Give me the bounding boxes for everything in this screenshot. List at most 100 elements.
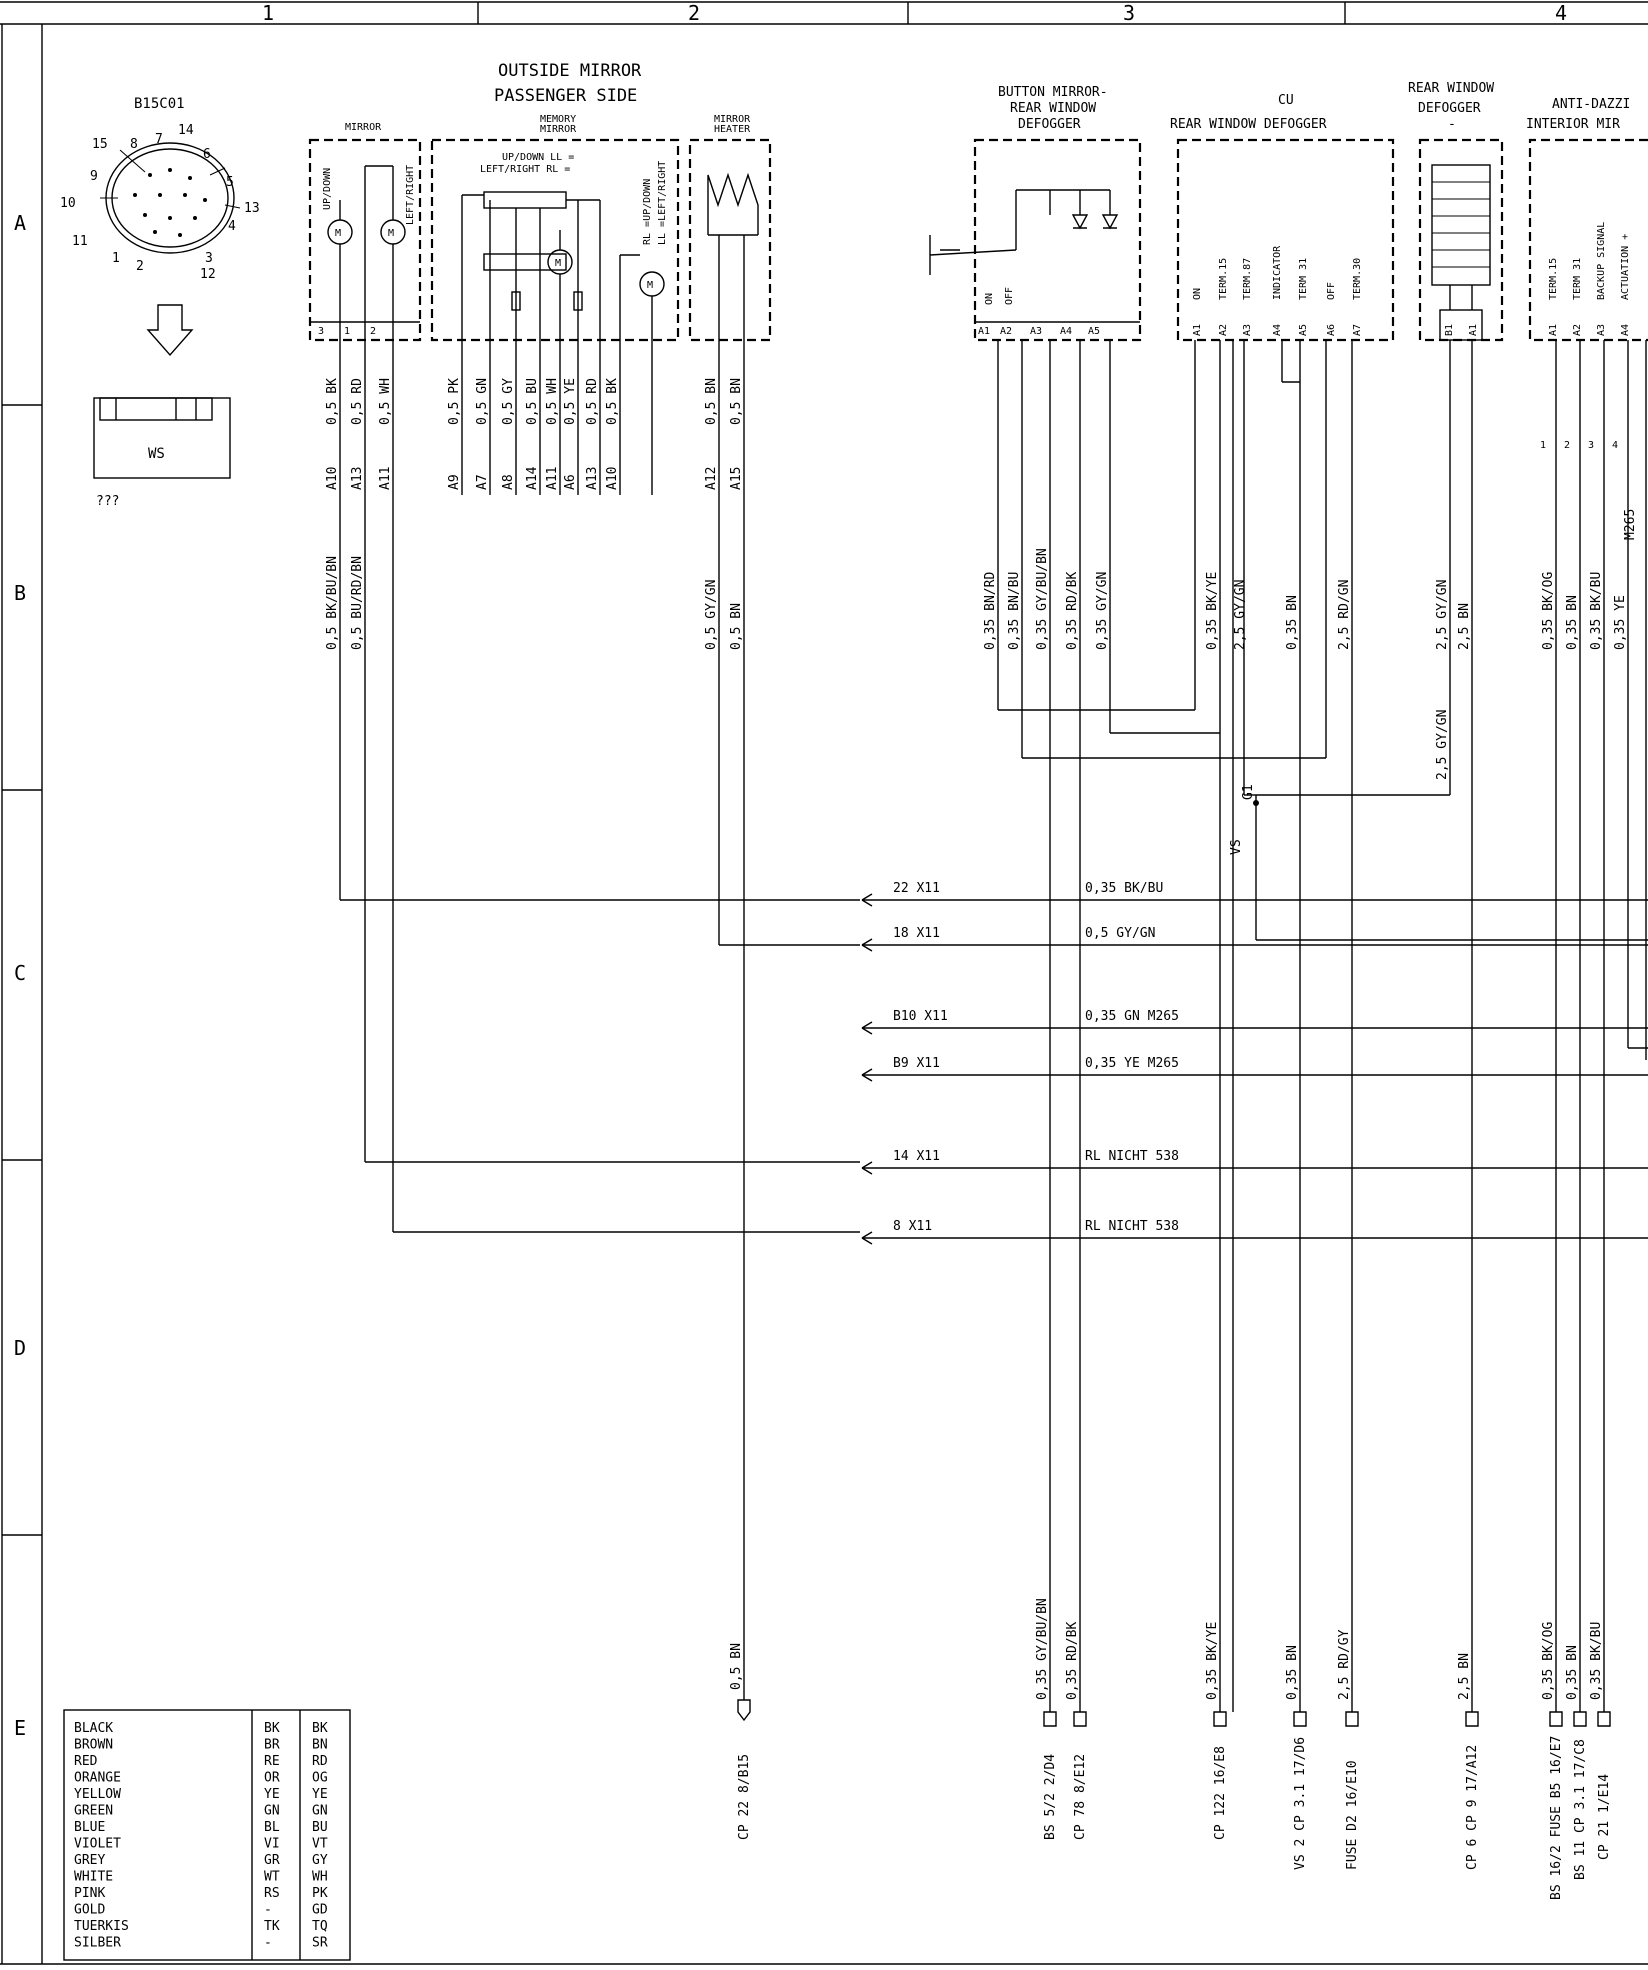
legend-en: GN bbox=[312, 1804, 328, 1819]
legend-name: ORANGE bbox=[74, 1771, 121, 1786]
legend-de: RE bbox=[264, 1754, 280, 1769]
legend-name: VIOLET bbox=[74, 1837, 121, 1852]
legend-name: RED bbox=[74, 1754, 98, 1769]
cu-pin-a1: A1 bbox=[1192, 324, 1203, 336]
wire-bottom-3: 0,35 RD/BK bbox=[1065, 1622, 1080, 1700]
terminal-9: BS 11 CP 3.1 17/C8 bbox=[1573, 1739, 1588, 1880]
mirror-up-down: UP/DOWN bbox=[322, 168, 333, 210]
anti-term-3: BACKUP SIGNAL bbox=[1596, 222, 1607, 300]
outside-mirror-title: OUTSIDE MIRROR bbox=[498, 61, 642, 81]
anti-term-1: TERM.15 bbox=[1548, 258, 1559, 300]
cu-term-7: TERM.30 bbox=[1352, 258, 1363, 300]
legend-en: GD bbox=[312, 1903, 328, 1918]
terminal-icon bbox=[1597, 1711, 1611, 1727]
defogger-subtitle: DEFOGGER bbox=[1418, 101, 1481, 116]
x11-wire-5: RL NICHT 538 bbox=[1085, 1149, 1179, 1164]
legend-name: GREY bbox=[74, 1853, 105, 1868]
legend-name: BLACK bbox=[74, 1721, 113, 1736]
pin-ref-11: A10 bbox=[605, 467, 620, 490]
memory-note-1: UP/DOWN LL = bbox=[502, 152, 574, 163]
wire-top-3: 0,5 WH bbox=[378, 378, 393, 425]
motor-icon: M bbox=[335, 228, 341, 239]
cu-pin-a3: A3 bbox=[1242, 324, 1253, 336]
defogger-pin-b1: B1 bbox=[1444, 324, 1455, 336]
wire-mid-1: 0,5 BK/BU/BN bbox=[325, 556, 340, 650]
mirror-pin-2: 2 bbox=[370, 326, 376, 337]
legend-de: VI bbox=[264, 1837, 280, 1852]
legend-de: BK bbox=[264, 1721, 280, 1736]
grid-col-1: 1 bbox=[262, 1, 274, 25]
wire-bottom-7: 2,5 BN bbox=[1457, 1653, 1472, 1700]
x11-wire-2: 0,5 GY/GN bbox=[1085, 926, 1155, 941]
button-title-2: REAR WINDOW bbox=[1010, 101, 1096, 116]
legend-en: WH bbox=[312, 1870, 328, 1885]
legend-name: TUERKIS bbox=[74, 1919, 129, 1934]
wire-mid-14: 2,5 GY/GN bbox=[1435, 580, 1450, 650]
cu-title: CU bbox=[1278, 93, 1294, 108]
grid-row-b: B bbox=[14, 581, 26, 605]
pin-11: 11 bbox=[72, 234, 88, 249]
cu-term-4: INDICATOR bbox=[1272, 245, 1283, 300]
legend-de: GR bbox=[264, 1853, 280, 1868]
pin-ref-8: A11 bbox=[545, 467, 560, 490]
heater-element-icon bbox=[707, 172, 759, 235]
button-pin-a1: A1 bbox=[978, 326, 990, 337]
legend-en: BN bbox=[312, 1738, 328, 1753]
wire-mid-11: 2,5 GY/GN bbox=[1233, 580, 1248, 650]
pin-ref-10: A13 bbox=[585, 467, 600, 490]
wire-mid-10: 0,35 BK/YE bbox=[1205, 572, 1220, 650]
legend-en: BU bbox=[312, 1820, 328, 1835]
button-pin-a3: A3 bbox=[1030, 326, 1042, 337]
legend-de: BR bbox=[264, 1738, 280, 1753]
anti-pin-a1: A1 bbox=[1548, 324, 1559, 336]
wire-bottom-1: 0,5 BN bbox=[729, 1643, 744, 1690]
wire-mid-2: 0,5 BU/RD/BN bbox=[350, 556, 365, 650]
cu-subtitle: REAR WINDOW DEFOGGER bbox=[1170, 117, 1327, 132]
wire-mid-15: 2,5 BN bbox=[1457, 603, 1472, 650]
pin-1: 1 bbox=[112, 251, 120, 266]
legend-de: OR bbox=[264, 1771, 280, 1786]
memory-mirror-label-2: MIRROR bbox=[540, 124, 577, 135]
splice-node bbox=[1253, 800, 1259, 806]
cu-pin-a4: A4 bbox=[1272, 324, 1283, 336]
bottom-terminals bbox=[737, 1699, 1611, 1727]
x11-wire-4: 0,35 YE M265 bbox=[1085, 1056, 1179, 1071]
x11-ref-4: B9 X11 bbox=[893, 1056, 940, 1071]
terminal-2: BS 5/2 2/D4 bbox=[1043, 1754, 1058, 1840]
button-title-3: DEFOGGER bbox=[1018, 117, 1081, 132]
wire-mid-8: 0,35 RD/BK bbox=[1065, 572, 1080, 650]
button-on: ON bbox=[984, 293, 995, 305]
pin-ref-1: A10 bbox=[325, 467, 340, 490]
wire-top-6: 0,5 GY bbox=[501, 378, 516, 425]
wire-mid-9: 0,35 GY/GN bbox=[1095, 572, 1110, 650]
mirror-pin-1: 1 bbox=[344, 326, 350, 337]
wire-mid-6: 0,35 BN/BU bbox=[1007, 572, 1022, 650]
button-title-1: BUTTON MIRROR- bbox=[998, 85, 1108, 100]
legend-en: SR bbox=[312, 1936, 328, 1951]
cu-wires bbox=[1219, 340, 1353, 1712]
connector-name: B15C01 bbox=[134, 96, 185, 112]
wire-top-2: 0,5 RD bbox=[350, 378, 365, 425]
x11-ref-6: 8 X11 bbox=[893, 1219, 932, 1234]
anti-pin-a4: A4 bbox=[1620, 324, 1631, 336]
arrow-down-icon bbox=[146, 304, 194, 357]
anti-dazzling-mirror-box: ANTI-DAZZI INTERIOR MIR TERM.15 TERM 31 … bbox=[1526, 97, 1648, 342]
button-off: OFF bbox=[1004, 287, 1015, 305]
memory-mirror-label: MEMORY bbox=[540, 114, 576, 125]
mirror-left-right: LEFT/RIGHT bbox=[405, 165, 416, 225]
wire-mid-17: 0,35 BN bbox=[1565, 595, 1580, 650]
legend-name: YELLOW bbox=[74, 1787, 121, 1802]
wire-mid-5: 0,35 BN/RD bbox=[983, 572, 998, 650]
anti-conn-3: 3 bbox=[1588, 440, 1594, 451]
wire-bottom-9: 0,35 BN bbox=[1565, 1645, 1580, 1700]
mirror-label: MIRROR bbox=[345, 122, 382, 133]
grid-col-3: 3 bbox=[1123, 1, 1135, 25]
anti-title: ANTI-DAZZI bbox=[1552, 97, 1630, 112]
x11-ref-1: 22 X11 bbox=[893, 881, 940, 896]
cu-pin-a6: A6 bbox=[1326, 324, 1337, 336]
terminal-4: CP 122 16/E8 bbox=[1213, 1746, 1228, 1840]
x11-ref-2: 18 X11 bbox=[893, 926, 940, 941]
pin-15: 15 bbox=[92, 137, 108, 152]
